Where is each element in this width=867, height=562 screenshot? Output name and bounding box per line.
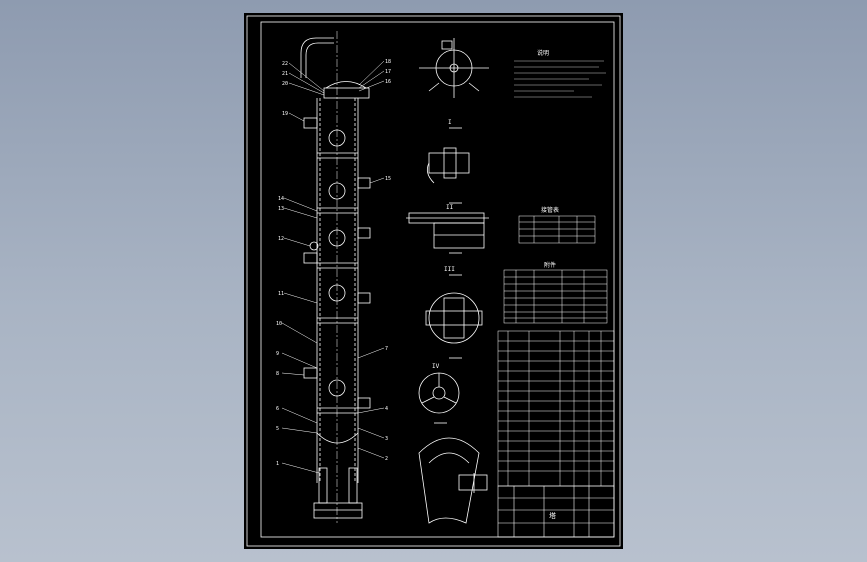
nozzle-table-title: 接管表	[541, 206, 559, 214]
callout-label: 11	[278, 291, 284, 297]
view-label-IV: IV	[432, 363, 440, 370]
callout-label: 9	[276, 351, 279, 357]
detail-view-section	[418, 437, 488, 524]
detail-view-II	[406, 212, 489, 254]
callout-label: 12	[278, 236, 284, 242]
callout-label: 5	[276, 426, 279, 432]
callout-label: 10	[276, 321, 282, 327]
callout-label: 19	[282, 111, 288, 117]
bill-of-materials	[497, 330, 615, 487]
callout-label: 8	[276, 371, 279, 377]
title-block-label: 塔	[549, 511, 556, 520]
callout-label: 20	[282, 81, 288, 87]
parts-table	[503, 269, 608, 324]
callout-label: 6	[276, 406, 279, 412]
callout-label: 16	[385, 79, 391, 85]
drawing-sheet[interactable]: I II III IV 说明 接管表 附件 塔 22 21 20 19 18 1…	[244, 13, 623, 549]
callout-label: 21	[282, 71, 288, 77]
cad-drawing: I II III IV 说明 接管表 附件 塔 22 21 20 19 18 1…	[246, 15, 621, 547]
nozzle-table	[518, 215, 596, 244]
detail-view-IV	[418, 372, 460, 424]
detail-view-III	[425, 274, 483, 359]
callout-label: 17	[385, 69, 391, 75]
leader-lines	[281, 60, 385, 474]
title-block	[497, 485, 615, 538]
callout-label: 22	[282, 61, 288, 67]
callout-label: 14	[278, 196, 284, 202]
view-label-III: III	[444, 266, 455, 273]
notes-heading: 说明	[537, 49, 549, 57]
callout-label: 1	[276, 461, 279, 467]
detail-view-I	[426, 127, 470, 204]
callout-label: 2	[385, 456, 388, 462]
callout-label: 4	[385, 406, 388, 412]
inner-border	[260, 21, 615, 538]
callout-label: 15	[385, 176, 391, 182]
parts-table-title: 附件	[544, 261, 556, 269]
callout-label: 7	[385, 346, 388, 352]
view-label-II: II	[446, 204, 454, 211]
callout-label: 3	[385, 436, 388, 442]
notes-text-block	[514, 60, 606, 98]
outer-border	[246, 15, 621, 547]
tower-column	[300, 31, 371, 523]
callout-label: 13	[278, 206, 284, 212]
callout-label: 18	[385, 59, 391, 65]
view-label-I: I	[448, 119, 452, 126]
detail-view-top	[419, 38, 489, 98]
